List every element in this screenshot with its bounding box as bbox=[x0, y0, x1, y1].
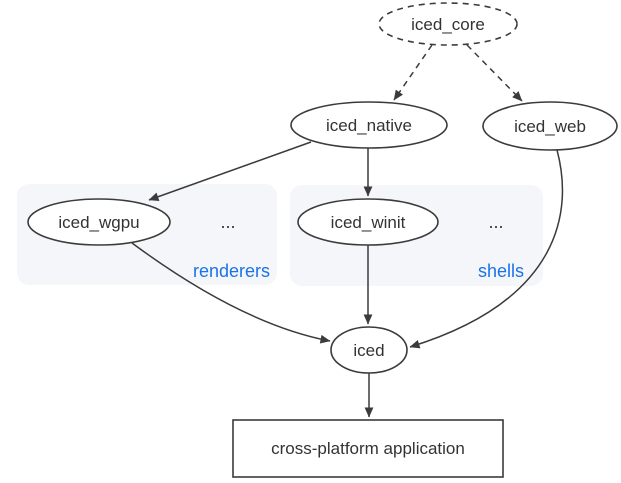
shells-ellipsis: ... bbox=[488, 212, 503, 232]
node-iced-web bbox=[482, 101, 618, 151]
node-iced-wgpu-label: iced_wgpu bbox=[58, 213, 139, 232]
node-iced-core bbox=[378, 2, 518, 46]
renderers-group-label: renderers bbox=[193, 261, 270, 281]
node-iced-label: iced bbox=[353, 341, 384, 360]
node-iced bbox=[330, 326, 408, 374]
shells-group-label: shells bbox=[478, 261, 524, 281]
node-iced-core-label: iced_core bbox=[411, 15, 485, 34]
edge-iced-core-to-iced-native bbox=[393, 44, 433, 101]
node-application bbox=[232, 419, 504, 478]
node-iced-winit-label: iced_winit bbox=[331, 213, 406, 232]
renderers-ellipsis: ... bbox=[220, 212, 235, 232]
node-iced-native-label: iced_native bbox=[326, 116, 412, 135]
edge-iced-native-to-iced-wgpu bbox=[148, 141, 312, 201]
node-application-label: cross-platform application bbox=[271, 439, 465, 458]
node-iced-wgpu bbox=[27, 198, 171, 246]
node-iced-web-label: iced_web bbox=[514, 117, 586, 136]
edge-iced-core-to-iced-web bbox=[466, 44, 523, 102]
node-iced-native bbox=[290, 101, 448, 149]
edge-iced-wgpu-to-iced bbox=[131, 242, 331, 344]
edge-iced-web-to-iced bbox=[409, 149, 564, 349]
node-iced-winit bbox=[297, 198, 439, 246]
